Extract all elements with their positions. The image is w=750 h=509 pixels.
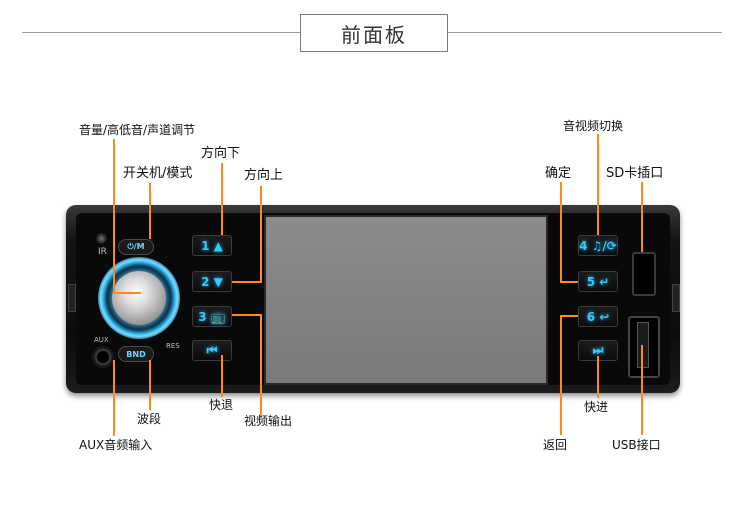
callout-line-confirm-h: [560, 281, 578, 283]
label-aux-in: AUX音频输入: [79, 438, 153, 452]
callout-line-up-h: [232, 281, 262, 283]
callout-line-sd: [641, 182, 643, 252]
callout-line-confirm: [560, 182, 562, 282]
callout-line-band: [149, 360, 151, 410]
label-forward: 快进: [584, 400, 609, 414]
res-label: RES: [166, 342, 180, 350]
aux-label: AUX: [94, 336, 109, 344]
label-up: 方向上: [244, 168, 284, 183]
callout-line-usb: [641, 345, 643, 435]
header-rule-right: [446, 32, 722, 33]
label-sd-slot: SD卡插口: [606, 166, 664, 181]
display-screen: [264, 215, 548, 385]
callout-line-video: [260, 314, 262, 418]
callout-line-power: [149, 183, 151, 239]
label-video-out: 视频输出: [244, 414, 293, 428]
callout-line-forward: [597, 356, 599, 398]
callout-line-aux: [113, 360, 115, 436]
volume-knob[interactable]: [112, 271, 166, 325]
usb-port-inner: [637, 322, 649, 368]
panel-clip-right: [672, 284, 680, 312]
button-5-confirm[interactable]: 5 ↵: [578, 271, 618, 292]
callout-line-video-h: [232, 314, 262, 316]
button-2-down[interactable]: 2 ▼: [192, 271, 232, 292]
ir-label: IR: [98, 247, 107, 257]
power-mode-button[interactable]: ⏻/M: [118, 239, 154, 255]
callout-line-up: [260, 186, 262, 282]
callout-line-volume-h: [113, 292, 141, 294]
callout-line-rewind: [221, 355, 223, 397]
panel-clip-left: [68, 284, 76, 312]
callout-line-av: [597, 134, 599, 235]
label-volume: 音量/高低音/声道调节: [79, 123, 196, 137]
label-power-mode: 开关机/模式: [123, 166, 193, 181]
button-1-up[interactable]: 1 ▲: [192, 235, 232, 256]
label-usb-port: USB接口: [612, 438, 661, 452]
button-3-video[interactable]: 3 📺: [192, 306, 232, 327]
callout-line-back-h: [560, 315, 578, 317]
rewind-button[interactable]: ⏮: [192, 340, 232, 361]
ir-sensor-icon: [96, 233, 107, 244]
band-button[interactable]: BND: [118, 346, 154, 362]
label-back: 返回: [543, 438, 568, 452]
label-band: 波段: [137, 412, 162, 426]
page-title: 前面板: [300, 14, 448, 52]
label-rewind: 快退: [209, 398, 234, 412]
callout-line-volume: [113, 139, 115, 294]
callout-line-down: [221, 163, 223, 235]
button-6-back[interactable]: 6 ↩: [578, 306, 618, 327]
button-4-av-switch[interactable]: 4 ♫/⟳: [578, 235, 618, 256]
aux-jack[interactable]: [92, 346, 114, 368]
label-av-switch: 音视频切换: [563, 119, 624, 133]
callout-line-back: [560, 315, 562, 435]
label-confirm: 确定: [545, 166, 572, 181]
header-rule-left: [22, 32, 300, 33]
sd-card-slot[interactable]: [632, 252, 656, 296]
label-down: 方向下: [201, 146, 241, 161]
